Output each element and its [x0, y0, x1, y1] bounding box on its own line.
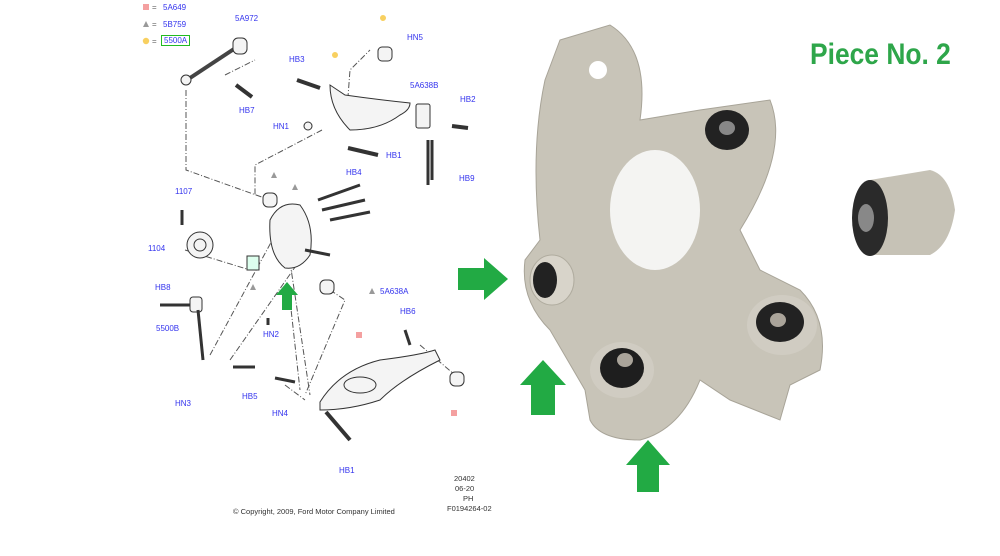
legend-equals-signs: = = =: [152, 3, 157, 46]
svg-text:=: =: [152, 20, 157, 29]
svg-text:=: =: [152, 37, 157, 46]
green-arrow-right-icon: [458, 258, 508, 300]
part-label: 5A972: [235, 14, 259, 23]
part-label: HB8: [155, 283, 171, 292]
part-label: 5A638A: [380, 287, 409, 296]
reference-code: F0194264-02: [447, 504, 492, 513]
part-label: HB3: [289, 55, 305, 64]
legend-code: 5B759: [163, 20, 187, 29]
legend-code: 5A649: [163, 3, 187, 12]
part-label: HB2: [460, 95, 476, 104]
bushing-photo: [852, 170, 955, 256]
piece-title: Piece No. 2: [810, 38, 951, 71]
reference-code: PH: [463, 494, 474, 503]
part-label: HN2: [263, 330, 280, 339]
part-label: HB6: [400, 307, 416, 316]
part-label: HB7: [239, 106, 255, 115]
legend-code-highlighted: 5500A: [161, 35, 191, 46]
part-label: HN1: [273, 122, 290, 131]
green-arrow-up-icon: [520, 360, 566, 415]
part-label: HB1: [386, 151, 402, 160]
part-label: 1104: [148, 244, 166, 253]
legend-square-icon: [143, 4, 149, 10]
part-label: 5A638B: [410, 81, 439, 90]
part-label: HB9: [459, 174, 475, 183]
part-label: HN5: [407, 33, 424, 42]
exploded-parts-diagram: [160, 37, 469, 442]
part-label: HB1: [339, 466, 355, 475]
reference-code: 20402: [454, 474, 475, 483]
reference-code: 06-20: [455, 484, 475, 493]
part-label: 1107: [175, 187, 193, 196]
part-label: HN3: [175, 399, 192, 408]
legend-triangle-icon: [143, 21, 149, 27]
part-label: HB4: [346, 168, 362, 177]
copyright-text: © Copyright, 2009, Ford Motor Company Li…: [233, 507, 395, 516]
legend-circle-icon: [142, 37, 150, 45]
green-arrow-up-icon: [626, 440, 670, 492]
green-arrow-up-small-icon: [276, 282, 298, 310]
part-label: 5500B: [156, 324, 180, 333]
diagram-markers: [250, 15, 457, 416]
knuckle-photo: [523, 24, 823, 441]
svg-text:=: =: [152, 3, 157, 12]
part-label: HB5: [242, 392, 258, 401]
part-label: HN4: [272, 409, 289, 418]
